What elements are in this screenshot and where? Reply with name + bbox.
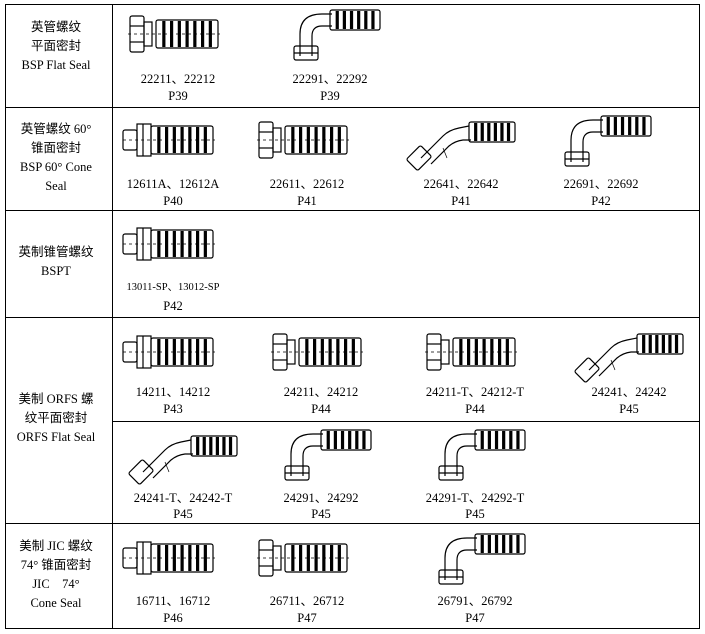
table-border-top <box>5 4 700 5</box>
part-number: 22611、22612 <box>269 177 345 191</box>
category-line: 锥面密封 <box>30 141 81 155</box>
page-reference: P39 <box>320 89 340 103</box>
fitting-drawing <box>122 335 215 369</box>
page-reference: P42 <box>163 299 183 313</box>
part-number: 22691、22692 <box>563 177 639 191</box>
category-line: JIC 74° <box>32 577 80 591</box>
fitting-drawing <box>128 435 238 485</box>
fitting-drawing <box>284 429 372 481</box>
page-reference: P42 <box>591 194 611 208</box>
row-divider <box>5 107 700 108</box>
page-reference: P44 <box>465 402 485 416</box>
category-line: 74° 锥面密封 <box>20 558 92 572</box>
fitting-drawing <box>122 541 215 575</box>
page-reference: P41 <box>297 194 317 208</box>
table-border-right <box>699 4 700 629</box>
fitting-drawing <box>406 121 516 171</box>
category-line: 英制锥管螺纹 <box>18 245 94 259</box>
page-reference: P46 <box>163 611 183 625</box>
category-line: 美制 ORFS 螺 <box>18 392 94 406</box>
part-number: 13011-SP、13012-SP <box>126 282 220 293</box>
category-line: ORFS Flat Seal <box>16 430 96 444</box>
row-divider <box>5 317 700 318</box>
part-number: 24241、24242 <box>591 385 667 399</box>
part-number: 24211、24212 <box>283 385 359 399</box>
category-line: 平面密封 <box>30 39 81 53</box>
category-line: Seal <box>45 179 67 193</box>
category-line: Cone Seal <box>30 596 82 610</box>
category-label: 英制锥管螺纹 BSPT <box>6 243 106 281</box>
category-line: BSP Flat Seal <box>21 58 91 72</box>
part-number: 26791、26792 <box>437 594 513 608</box>
category-label: 美制 JIC 螺纹 74° 锥面密封 JIC 74° Cone Seal <box>6 537 106 613</box>
table-border-left <box>5 4 6 629</box>
fitting-drawing <box>122 227 215 261</box>
page-reference: P47 <box>465 611 485 625</box>
part-number: 14211、14212 <box>135 385 211 399</box>
fitting-drawing <box>564 115 652 167</box>
row-divider <box>5 523 700 524</box>
fitting-drawing <box>257 539 349 577</box>
page-reference: P45 <box>619 402 639 416</box>
page-reference: P39 <box>168 89 188 103</box>
category-line: BSPT <box>41 264 71 278</box>
fitting-drawing <box>438 533 526 585</box>
fitting-drawing <box>425 333 517 371</box>
category-label: 美制 ORFS 螺 纹平面密封 ORFS Flat Seal <box>6 390 106 447</box>
part-number: 24211-T、24212-T <box>425 385 525 399</box>
fitting-drawing <box>293 9 381 61</box>
page-reference: P45 <box>173 507 193 521</box>
fitting-drawing <box>122 123 215 157</box>
fitting-drawing <box>574 333 684 383</box>
fitting-drawing <box>438 429 526 481</box>
page-reference: P40 <box>163 194 183 208</box>
category-label: 英管螺纹 60° 锥面密封 BSP 60° Cone Seal <box>6 120 106 196</box>
part-number: 24291-T、24292-T <box>425 491 525 505</box>
row-divider <box>5 210 700 211</box>
category-line: BSP 60° Cone <box>20 160 92 174</box>
part-number: 12611A、12612A <box>126 177 220 191</box>
part-number: 24291、24292 <box>283 491 359 505</box>
page-reference: P45 <box>311 507 331 521</box>
fitting-drawing <box>128 15 220 53</box>
fitting-drawing <box>257 121 349 159</box>
page-reference: P47 <box>297 611 317 625</box>
part-number: 16711、16712 <box>135 594 211 608</box>
part-number: 22641、22642 <box>423 177 499 191</box>
category-line: 纹平面密封 <box>24 411 88 425</box>
page-reference: P41 <box>451 194 471 208</box>
page-reference: P45 <box>465 507 485 521</box>
row-divider <box>112 421 700 422</box>
column-divider <box>112 4 113 629</box>
category-label: 英管螺纹 平面密封 BSP Flat Seal <box>6 18 106 75</box>
category-line: 英管螺纹 60° <box>20 122 92 136</box>
part-number: 26711、26712 <box>269 594 345 608</box>
category-line: 英管螺纹 <box>30 20 81 34</box>
part-number: 22211、22212 <box>140 72 216 86</box>
part-number: 24241-T、24242-T <box>133 491 233 505</box>
table-border-bottom <box>5 628 700 629</box>
category-line: 美制 JIC 螺纹 <box>19 539 93 553</box>
page-reference: P43 <box>163 402 183 416</box>
part-number: 22291、22292 <box>292 72 368 86</box>
fitting-drawing <box>271 333 363 371</box>
page-reference: P44 <box>311 402 331 416</box>
